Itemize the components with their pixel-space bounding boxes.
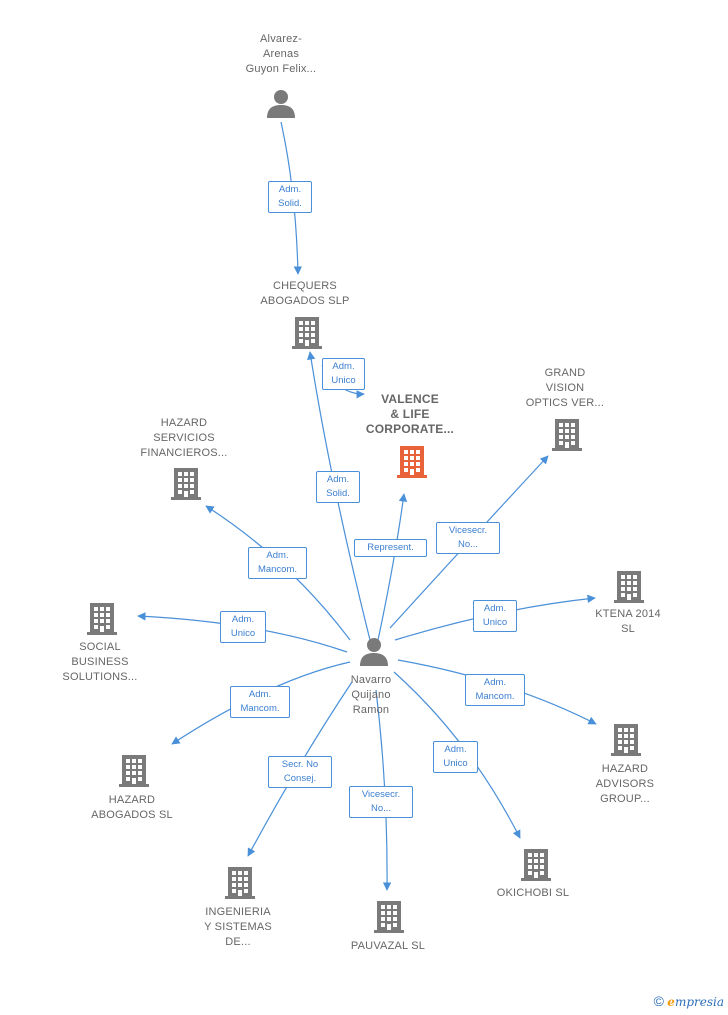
node-okichobi-label[interactable]: OKICHOBI SL [496,887,570,899]
edge-label-navarro-chequers-unico: Adm. Unico [322,358,365,390]
node-hazard-abogados-label[interactable]: HAZARD ABOGADOS SL [91,794,173,821]
edge-label-navarro-hazard-servicios: Adm. Mancom. [248,547,307,579]
person-icon [360,638,388,666]
edge-label-navarro-ingenieria: Secr. No Consej. [268,756,332,788]
building-icon [552,419,582,451]
empresia-watermark[interactable]: © empresia [654,993,724,1009]
node-grand-vision-label[interactable]: GRAND VISION OPTICS VER... [525,367,605,409]
node-social-business-label[interactable]: SOCIAL BUSINESS SOLUTIONS... [62,641,138,683]
building-icon [614,571,644,603]
node-hazard-servicios-label[interactable]: HAZARD SERVICIOS FINANCIEROS... [140,417,228,459]
edge-label-navarro-ktena: Adm. Unico [473,600,517,632]
building-icon [87,603,117,635]
edge-label-navarro-hazard-advisors: Adm. Mancom. [465,674,525,706]
building-icon [225,867,255,899]
person-icon [267,90,295,118]
edge-label-navarro-pauvazal: Vicesecr. No... [349,786,413,818]
brand-initial: e [667,995,675,1009]
node-valence-label[interactable]: VALENCE & LIFE CORPORATE... [365,392,455,436]
node-pauvazal-label[interactable]: PAUVAZAL SL [350,940,426,952]
node-ingenieria-label[interactable]: INGENIERIA Y SISTEMAS DE... [204,906,272,948]
building-icon [611,724,641,756]
copyright-icon: © [653,993,664,1009]
edge-label-navarro-chequers-solid: Adm. Solid. [316,471,360,503]
node-hazard-advisors-label[interactable]: HAZARD ADVISORS GROUP... [595,763,655,805]
building-icon [374,901,404,933]
node-chequers-label[interactable]: CHEQUERS ABOGADOS SLP [260,280,350,307]
building-icon [171,468,201,500]
edge-label-navarro-social-business: Adm. Unico [220,611,266,643]
brand-name: mpresia [674,995,724,1009]
edge-label-navarro-okichobi: Adm. Unico [433,741,478,773]
node-ktena-label[interactable]: KTENA 2014 SL [595,608,661,635]
building-icon [397,446,427,478]
edge-label-alvarez-chequers: Adm. Solid. [268,181,312,213]
building-icon [292,317,322,349]
edge-label-navarro-grand-vision: Vicesecr. No... [436,522,500,554]
edge-label-navarro-hazard-abogados: Adm. Mancom. [230,686,290,718]
node-navarro-label[interactable]: Navarro Quijano Ramon [350,674,392,716]
building-icon [521,849,551,881]
edge-navarro-valence [377,493,408,641]
building-icon [119,755,149,787]
node-alvarez-label[interactable]: Alvarez- Arenas Guyon Felix... [245,33,317,75]
edge-label-navarro-valence: Represent. [354,539,427,557]
